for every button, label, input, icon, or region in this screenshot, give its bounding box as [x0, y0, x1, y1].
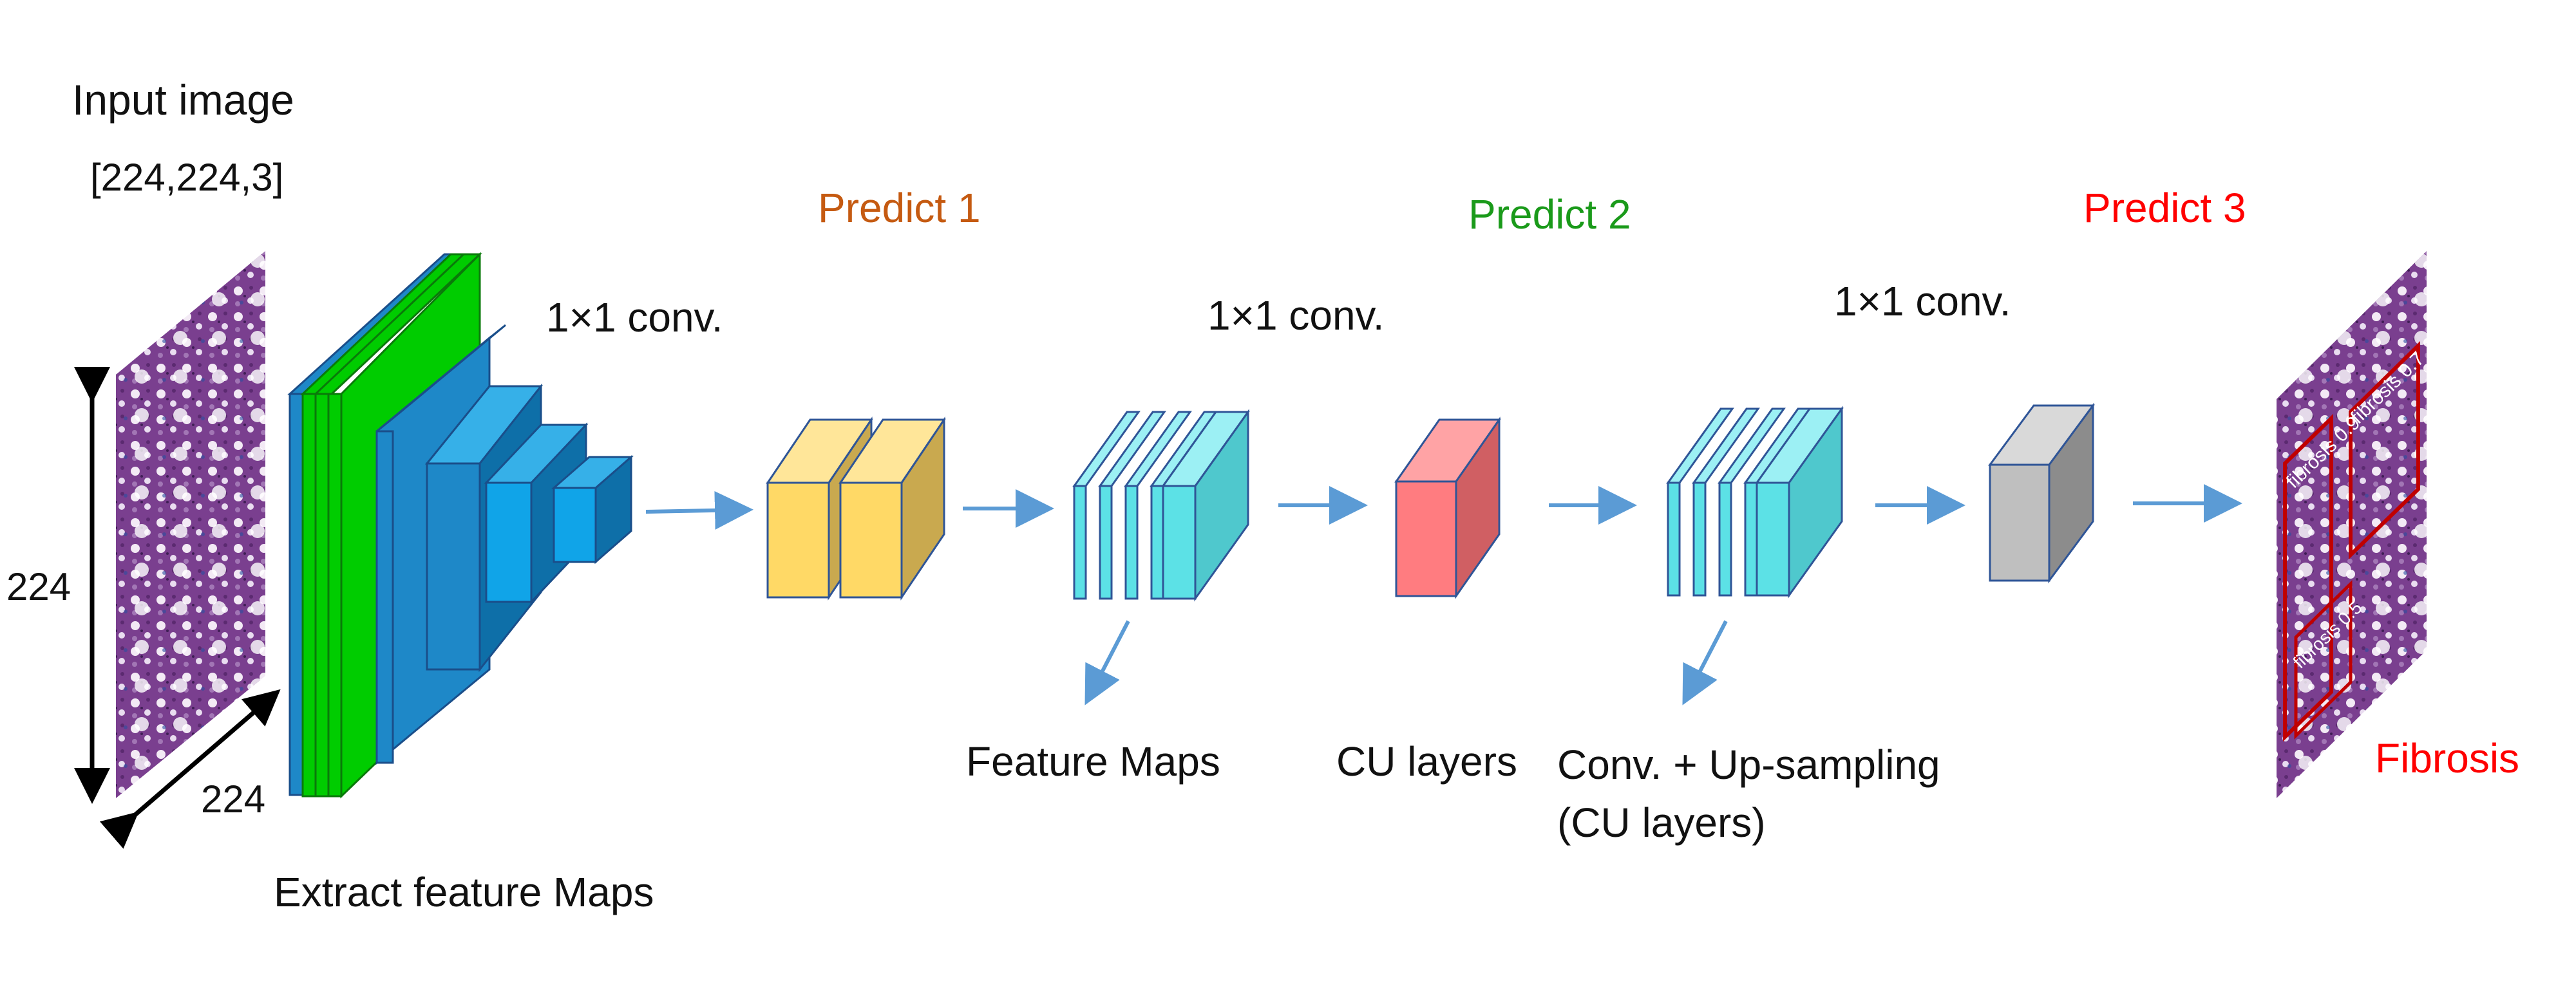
conv-label-2: 1×1 conv.: [1208, 292, 1385, 339]
output-label: Fibrosis: [2375, 735, 2519, 781]
width-dimension-label: 224: [201, 778, 265, 821]
predict-3-label: Predict 3: [2083, 185, 2246, 231]
predict-3-cube: [1988, 402, 2095, 584]
output-image: fibrosis 0.9 fibrosis 0.7 fibrosis 0.5: [2277, 251, 2429, 798]
backbone-layer-stack: [287, 252, 634, 799]
feature-map-stack: [1072, 409, 1250, 602]
predict-1-cubes: [766, 416, 946, 601]
feature-maps-pointer-arrow: [1084, 620, 1130, 705]
conv-label-3: 1×1 conv.: [1834, 278, 2011, 324]
predict-2-cube: [1394, 416, 1501, 599]
input-shape: [224,224,3]: [90, 156, 283, 199]
cu-layer-stack: [1666, 406, 1844, 599]
predict-2-label: Predict 2: [1468, 191, 1631, 238]
input-image: [116, 251, 265, 798]
predict-1-label: Predict 1: [818, 185, 981, 231]
input-title: Input image: [72, 76, 294, 124]
feature-maps-caption: Feature Maps: [966, 738, 1220, 785]
conv-up-caption-line1: Conv. + Up-sampling: [1557, 742, 1940, 788]
conv-up-caption-line2: (CU layers): [1557, 799, 1766, 846]
flow-arrow-1: [645, 490, 753, 530]
extract-caption: Extract feature Maps: [274, 869, 654, 915]
cu-pointer-arrow: [1682, 620, 1728, 705]
height-dimension-label: 224: [6, 565, 71, 608]
width-dimension-arrow: [99, 689, 281, 849]
cu-layers-caption: CU layers: [1336, 738, 1517, 785]
conv-label-1: 1×1 conv.: [546, 294, 723, 341]
